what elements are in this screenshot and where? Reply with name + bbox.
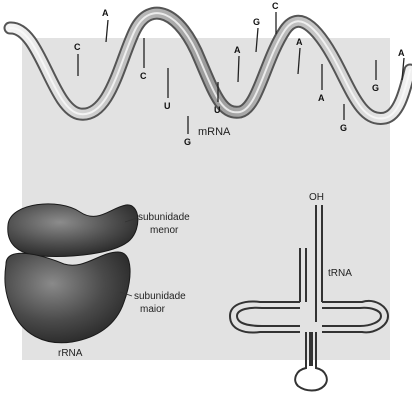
base-top-2: C — [74, 42, 81, 52]
base-bottom-2: U — [164, 101, 171, 111]
large-subunit-label-2: maior — [140, 304, 166, 315]
base-top-6: A — [296, 37, 303, 47]
base-top-7: A — [398, 48, 405, 58]
base-bottom-3: U — [214, 105, 221, 115]
small-subunit-label-2: menor — [150, 225, 179, 236]
base-top-4: C — [272, 1, 279, 11]
trna-label: tRNA — [328, 268, 352, 279]
base-bottom-5: A — [318, 93, 325, 103]
large-subunit-label-1: subunidade — [134, 291, 186, 302]
mrna-label: mRNA — [198, 126, 231, 138]
base-top-1: A — [102, 8, 109, 18]
trna-oh-label: OH — [309, 192, 324, 203]
rrna-label: rRNA — [58, 348, 83, 359]
base-top-3: G — [253, 17, 260, 27]
base-bottom-6: G — [340, 123, 347, 133]
base-bottom-1: C — [140, 71, 147, 81]
base-bottom-4: G — [184, 137, 191, 147]
small-subunit-label-1: subunidade — [138, 212, 190, 223]
base-top-5: A — [234, 45, 241, 55]
base-bottom-7: G — [372, 83, 379, 93]
